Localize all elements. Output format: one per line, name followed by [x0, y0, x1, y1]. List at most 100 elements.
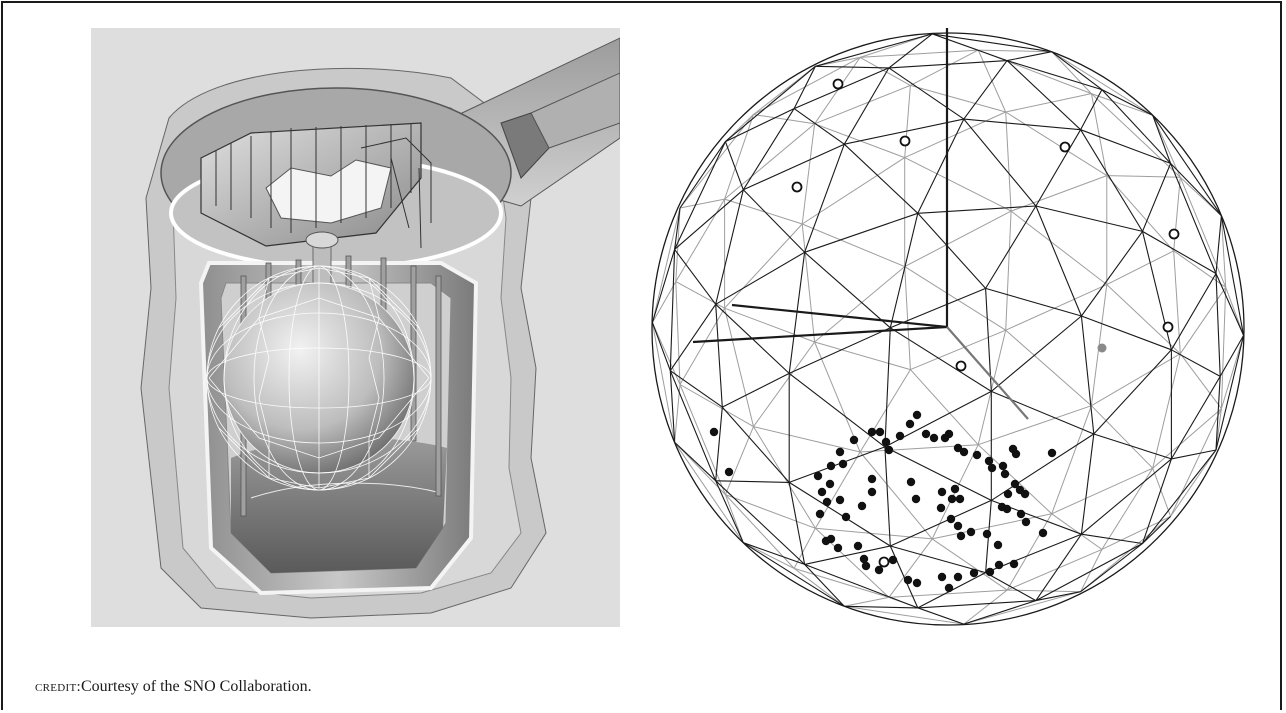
back-grid-edge	[814, 266, 906, 343]
back-grid-edge	[963, 589, 1008, 625]
back-grid-edge	[725, 494, 816, 529]
pmt-hit-open	[1059, 141, 1071, 153]
back-grid-edge	[1005, 284, 1108, 331]
front-grid-edge	[804, 563, 918, 609]
front-grid-edge	[985, 205, 1037, 289]
back-grid-edge	[815, 56, 861, 67]
front-grid-edge	[985, 287, 1082, 317]
pmt-hit-filled	[1021, 517, 1031, 527]
pmt-hit-filled	[950, 484, 960, 494]
back-grid-edge	[1220, 335, 1245, 409]
pmt-hit-filled	[817, 487, 827, 497]
pmt-hit-filled	[937, 572, 947, 582]
back-grid-edge	[674, 442, 744, 543]
back-grid-edge	[859, 33, 933, 58]
front-grid-edge	[844, 605, 918, 609]
front-grid-edge	[1035, 205, 1082, 317]
back-grid-edge	[1051, 405, 1092, 514]
front-grid-edge	[1220, 215, 1245, 336]
back-grid-edge	[1051, 51, 1153, 116]
back-grid-edge	[1106, 175, 1181, 178]
front-grid-edge	[888, 67, 965, 120]
pmt-hit-filled	[833, 543, 843, 553]
front-grid-edge	[1215, 215, 1222, 274]
pmt-hit-filled	[813, 471, 823, 481]
front-grid-edge	[674, 141, 726, 250]
axis-upper-left	[731, 303, 948, 329]
pmt-hit-filled	[835, 495, 845, 505]
front-grid-edge	[793, 67, 890, 110]
front-grid-edge	[674, 189, 744, 250]
front-grid-edge	[1006, 60, 1103, 91]
front-grid-edge	[1152, 115, 1172, 164]
back-grid-edge	[675, 281, 681, 385]
pmt-hit-filled	[849, 435, 859, 445]
back-grid-edge	[859, 369, 911, 453]
back-grid-edge	[724, 123, 815, 200]
pmt-hit-filled	[709, 427, 719, 437]
back-grid-edge	[910, 329, 1006, 371]
pmt-hit-filled	[911, 494, 921, 504]
back-grid-edge	[814, 84, 911, 125]
back-grid-edge	[724, 114, 754, 200]
back-grid-edge	[753, 56, 861, 115]
pmt-hit-filled	[947, 494, 957, 504]
pmt-hit-filled	[822, 497, 832, 507]
back-grid-edge	[743, 542, 795, 569]
back-grid-edge	[977, 444, 1053, 515]
back-grid-edge	[910, 369, 979, 446]
front-grid-edge	[917, 600, 1036, 609]
front-grid-edge	[1170, 273, 1217, 351]
pmt-hit-filled	[921, 429, 931, 439]
back-grid-edge	[1106, 250, 1174, 286]
pmt-hit-filled	[903, 575, 913, 585]
back-grid-edge	[801, 157, 905, 225]
pmt-hit-filled	[857, 501, 867, 511]
pmt-hit-filled	[1038, 528, 1048, 538]
front-grid-edge	[715, 304, 723, 408]
back-grid-edge	[753, 426, 861, 453]
front-grid-edge	[844, 118, 964, 145]
front-grid-edge	[721, 406, 790, 483]
front-grid-edge	[1080, 129, 1171, 164]
back-grid-edge	[1005, 111, 1012, 212]
back-grid-edge	[1080, 516, 1171, 593]
pmt-hit-filled	[985, 567, 995, 577]
front-grid-edge	[804, 144, 845, 253]
front-grid-edge	[843, 143, 919, 214]
front-grid-edge	[889, 213, 919, 328]
pmt-hit-filled	[826, 534, 836, 544]
back-grid-edge	[1152, 408, 1222, 469]
front-grid-edge	[793, 108, 845, 145]
front-grid-edge	[932, 33, 1052, 53]
front-grid-edge	[743, 143, 845, 191]
pmt-hit-filled	[982, 529, 992, 539]
pmt-hit-filled	[969, 568, 979, 578]
front-grid-edge	[917, 118, 965, 214]
front-grid-edge	[722, 372, 790, 408]
pmt-hit-open	[878, 556, 890, 568]
front-grid-edge	[788, 252, 806, 374]
pmt-hit-filled	[1047, 448, 1057, 458]
front-grid-edge	[917, 212, 987, 289]
back-grid-edge	[753, 341, 816, 427]
back-grid-edge	[679, 384, 726, 495]
pmt-hit-filled	[881, 437, 891, 447]
pmt-hit-filled	[959, 447, 969, 457]
front-grid-edge	[963, 60, 1008, 120]
front-grid-edge	[985, 288, 992, 392]
back-grid-edge	[651, 207, 681, 323]
front-grid-edge	[1170, 163, 1217, 274]
front-grid-edge	[674, 249, 717, 305]
back-grid-edge	[1005, 329, 1092, 407]
back-grid-edge	[724, 426, 754, 495]
front-grid-edge	[674, 441, 717, 482]
back-grid-edge	[860, 49, 979, 58]
pmt-hit-filled	[994, 560, 1004, 570]
back-grid-edge	[1051, 467, 1153, 515]
back-grid-edge	[793, 568, 845, 607]
front-grid-edge	[884, 446, 891, 547]
pmt-hit-open	[955, 360, 967, 372]
back-grid-edge	[1010, 210, 1108, 285]
